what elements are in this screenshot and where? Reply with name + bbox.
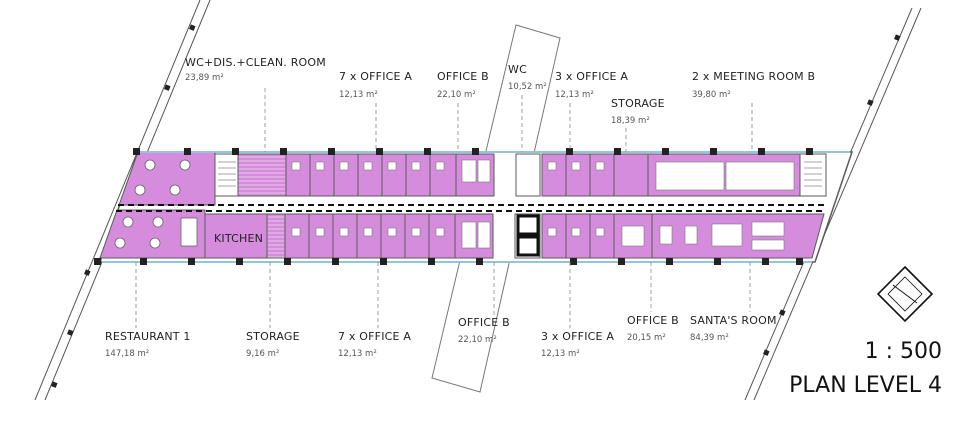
- label-7-office-a-top: 7 x OFFICE A: [339, 70, 412, 83]
- label-storage-top: STORAGE: [611, 97, 665, 110]
- label-office-b-bottom-1: OFFICE B: [458, 316, 510, 329]
- area-7-office-a-bottom: 12,13 m²: [338, 349, 377, 359]
- desks: [291, 159, 785, 251]
- area-7-office-a-top: 12,13 m²: [339, 90, 378, 100]
- label-7-office-a-bottom: 7 x OFFICE A: [338, 330, 411, 343]
- storage-top: [613, 153, 649, 197]
- label-kitchen: KITCHEN: [214, 232, 263, 245]
- office-a-top-4: [357, 153, 383, 197]
- labels-top: WC+DIS.+CLEAN. ROOM 23,89 m² 7 x OFFICE …: [185, 56, 815, 126]
- north-arrow-icon: [876, 265, 934, 323]
- label-storage-bottom: STORAGE: [246, 330, 300, 343]
- storage-bottom: [266, 213, 286, 259]
- area-storage-top: 18,39 m²: [611, 116, 650, 126]
- area-storage-bottom: 9,16 m²: [246, 349, 279, 359]
- area-santas-room: 84,39 m²: [690, 333, 729, 343]
- wc-clean-room: [237, 153, 287, 197]
- site-line-posts: [51, 24, 901, 388]
- office-a-top-5: [381, 153, 407, 197]
- office-a-top-10: [589, 153, 615, 197]
- area-meeting-room: 39,80 m²: [692, 90, 731, 100]
- office-a-bottom-7: [428, 213, 456, 259]
- office-a-top-6: [405, 153, 431, 197]
- area-office-b-bottom-2: 20,15 m²: [627, 333, 666, 343]
- office-a-bottom-3: [332, 213, 358, 259]
- stair-top-right: [799, 153, 827, 197]
- labels-bottom: RESTAURANT 1 147,18 m² STORAGE 9,16 m² 7…: [105, 314, 777, 359]
- area-3-office-a-top: 12,13 m²: [555, 90, 594, 100]
- area-3-office-a-bottom: 12,13 m²: [541, 349, 580, 359]
- label-restaurant: RESTAURANT 1: [105, 330, 191, 343]
- wc-core: [515, 153, 541, 197]
- area-wc: 10,52 m²: [508, 82, 547, 92]
- label-wc-clean: WC+DIS.+CLEAN. ROOM: [185, 56, 326, 69]
- area-office-b-top: 22,10 m²: [437, 90, 476, 100]
- area-restaurant: 147,18 m²: [105, 349, 149, 359]
- office-a-top-1: [285, 153, 311, 197]
- office-a-top-9: [565, 153, 591, 197]
- label-3-office-a-bottom: 3 x OFFICE A: [541, 330, 614, 343]
- scale-label: 1 : 500: [865, 339, 942, 364]
- label-meeting-room: 2 x MEETING ROOM B: [692, 70, 815, 83]
- plan-title: PLAN LEVEL 4: [789, 373, 942, 398]
- label-office-b-top: OFFICE B: [437, 70, 489, 83]
- office-a-top-2: [309, 153, 335, 197]
- stair-top-left: [214, 153, 239, 197]
- restaurant-top: [118, 151, 216, 206]
- area-wc-clean: 23,89 m²: [185, 73, 224, 83]
- stair-treads: [218, 161, 822, 187]
- label-wc: WC: [508, 63, 527, 76]
- label-office-b-bottom-2: OFFICE B: [627, 314, 679, 327]
- corridor: [116, 204, 826, 212]
- office-a-top-8: [541, 153, 567, 197]
- meeting-tables: [655, 161, 795, 191]
- office-a-top-3: [333, 153, 359, 197]
- restaurant-tables: [114, 159, 198, 249]
- area-office-b-bottom-1: 22,10 m²: [458, 335, 497, 345]
- building: [94, 148, 854, 265]
- label-santas-room: SANTA'S ROOM: [690, 314, 777, 327]
- glazing: [102, 151, 850, 263]
- label-3-office-a-top: 3 x OFFICE A: [555, 70, 628, 83]
- leaders-top: [264, 88, 753, 152]
- columns: [94, 148, 813, 265]
- office-a-top-7: [429, 153, 457, 197]
- lift-core: [516, 214, 540, 257]
- leaders-bottom: [135, 262, 751, 328]
- bottom-rooms: [99, 209, 825, 259]
